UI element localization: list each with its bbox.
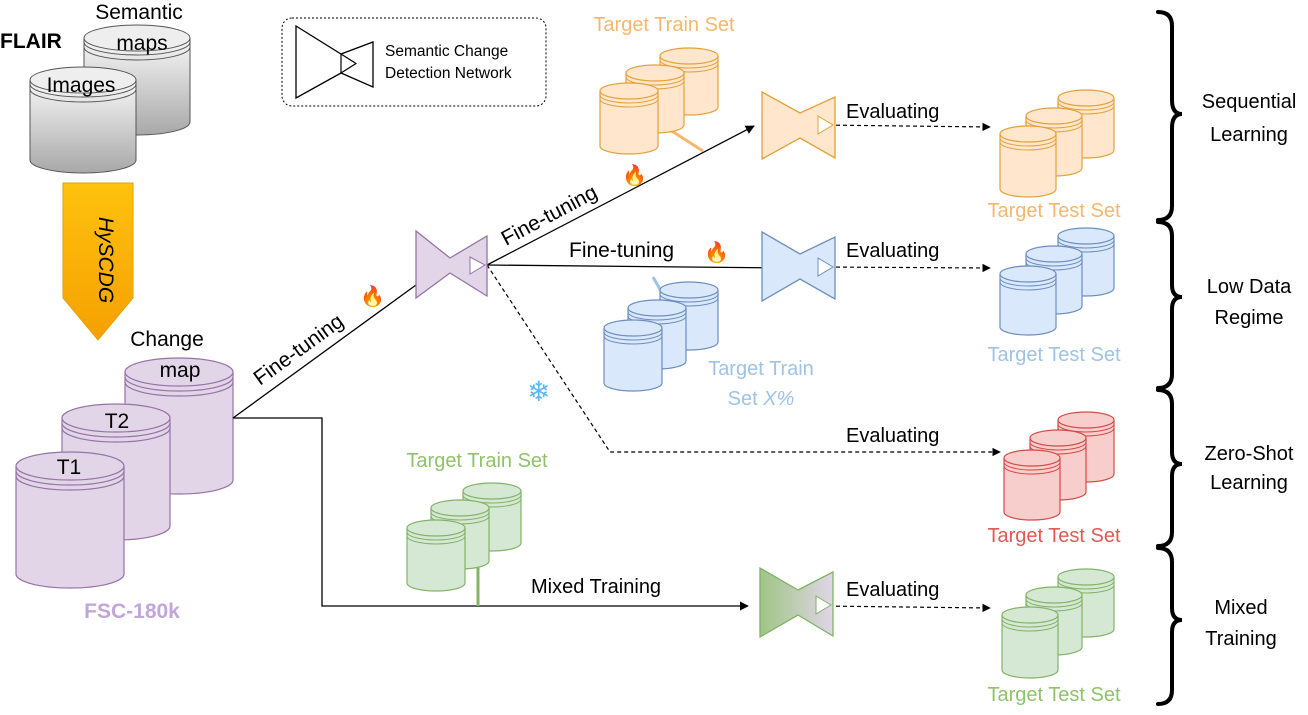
- flame-icon: 🔥: [622, 163, 647, 187]
- hyscdg-label: HySCDG: [94, 217, 117, 303]
- t1-label: T1: [57, 456, 82, 479]
- semantic-maps-label-line1: Semantic: [95, 1, 183, 24]
- orange-train-label: Target Train Set: [593, 14, 735, 36]
- low-data-network: [761, 230, 836, 303]
- scenario-braces: [1156, 10, 1183, 706]
- green-test-set: [1001, 568, 1115, 679]
- edge-label-evaluating-1: Evaluating: [846, 101, 939, 123]
- legend-label-line2: Detection Network: [385, 65, 512, 82]
- orange-train-set: [599, 47, 719, 155]
- flair-images-cylinder: [29, 66, 137, 174]
- scenario-zero-shot-line1: Zero-Shot: [1205, 443, 1294, 465]
- scenario-low-data-line1: Low Data: [1207, 276, 1292, 298]
- blue-train-label-line2: Set X%: [728, 388, 795, 410]
- sequential-network: [761, 90, 836, 161]
- edge-label-evaluating-2: Evaluating: [846, 240, 939, 262]
- blue-test-label: Target Test Set: [987, 344, 1120, 366]
- orange-test-label: Target Test Set: [987, 200, 1120, 222]
- edge-to-sequential: [486, 125, 755, 266]
- t1-cylinder: [15, 451, 125, 589]
- red-test-set: [1003, 411, 1115, 521]
- edge-label-mixed-training: Mixed Training: [531, 576, 661, 598]
- scenario-zero-shot-line2: Learning: [1210, 472, 1288, 494]
- snowflake-icon: ❄: [527, 376, 550, 407]
- scenario-sequential-line2: Learning: [1210, 124, 1288, 146]
- mixed-network: [759, 566, 834, 639]
- legend-label-line1: Semantic Change: [385, 43, 508, 60]
- edge-label-evaluating-4: Evaluating: [846, 579, 939, 601]
- blue-train-set: [603, 281, 719, 392]
- semantic-maps-label-line2: maps: [116, 32, 167, 55]
- brace-mixed: [1156, 546, 1183, 706]
- orange-train-cyl-front: [599, 82, 659, 155]
- flair-label: FLAIR: [0, 30, 62, 53]
- edge-eval-low-data: [821, 263, 991, 273]
- edge-to-zero-shot: [486, 264, 1001, 457]
- central-network: [415, 229, 488, 300]
- images-label: Images: [47, 74, 116, 97]
- edge-eval-mixed: [821, 603, 991, 613]
- blue-train-set-word: Set: [728, 388, 764, 410]
- brace-low-data: [1156, 220, 1183, 390]
- edge-label-fine-tuning-1: Fine-tuning: [249, 310, 348, 390]
- orange-test-set: [999, 89, 1115, 198]
- green-train-set: [406, 482, 522, 592]
- flame-icon: 🔥: [704, 240, 729, 264]
- brace-zero-shot: [1156, 388, 1183, 548]
- edge-fsc-to-network: [232, 284, 417, 419]
- t2-label: T2: [105, 410, 130, 433]
- legend-network-icon: [295, 24, 374, 100]
- network-legend: Semantic Change Detection Network: [281, 17, 547, 107]
- edge-label-evaluating-3: Evaluating: [846, 425, 939, 447]
- edge-mixed-training: [233, 417, 749, 611]
- scenario-mixed-line1: Mixed: [1214, 597, 1267, 619]
- scenario-mixed-line2: Training: [1205, 628, 1277, 650]
- edge-label-fine-tuning-3: Fine-tuning: [569, 239, 674, 262]
- green-test-label: Target Test Set: [987, 684, 1120, 706]
- edge-to-low-data: [486, 263, 789, 273]
- brace-sequential: [1156, 10, 1183, 222]
- blue-train-pct: X%: [762, 388, 794, 410]
- change-map-label-line1: Change: [130, 328, 204, 351]
- green-train-label: Target Train Set: [406, 450, 548, 472]
- edge-eval-sequential: [821, 122, 991, 132]
- hyscdg-arrow: HySCDG: [62, 182, 134, 341]
- blue-train-label-line1: Target Train: [708, 358, 814, 380]
- change-map-label-line2: map: [160, 359, 201, 382]
- fsc-180k-label: FSC-180k: [84, 600, 180, 623]
- scenario-low-data-line2: Regime: [1215, 307, 1284, 329]
- blue-test-set: [999, 227, 1115, 336]
- flame-icon: 🔥: [360, 284, 385, 308]
- scenario-sequential-line1: Sequential: [1202, 91, 1297, 113]
- red-test-label: Target Test Set: [987, 525, 1120, 547]
